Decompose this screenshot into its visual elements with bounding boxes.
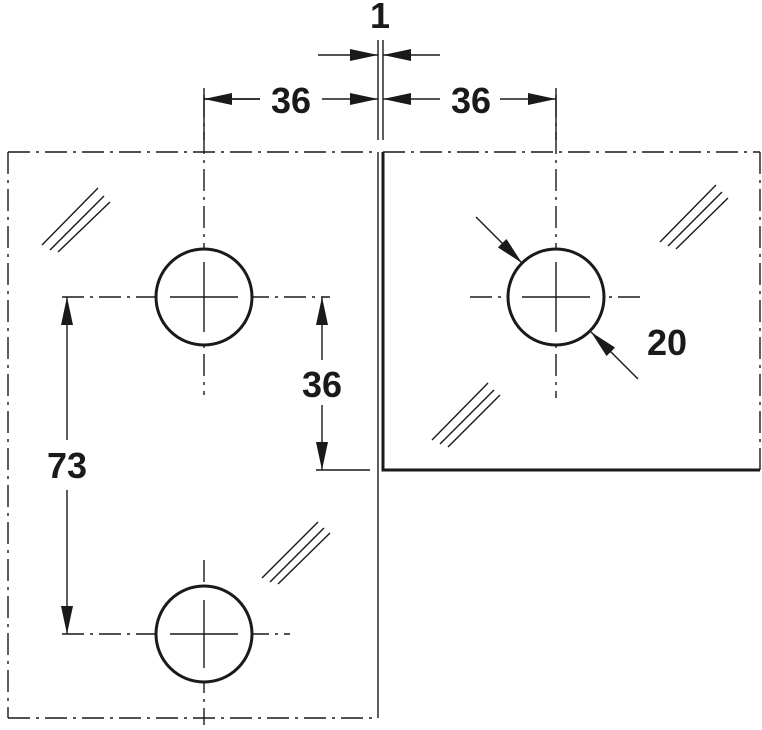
hole-spacing-label: 73 <box>47 445 87 486</box>
left-glass-panel <box>7 151 379 719</box>
vertical-offset-label: 36 <box>302 364 342 405</box>
hole-centerlines <box>62 95 645 725</box>
right-offset-label: 36 <box>451 80 491 121</box>
vertical-offset-dimension: 36 <box>302 297 370 471</box>
hole-diameter-label: 20 <box>647 322 687 363</box>
glass-hatch-marks <box>41 184 729 585</box>
hole-spacing-dimension: 73 <box>47 297 87 634</box>
hole-diameter-dimension: 20 <box>475 216 687 380</box>
left-offset-label: 36 <box>271 80 311 121</box>
gap-dimension-label: 1 <box>370 0 390 36</box>
right-glass-panel <box>381 151 761 472</box>
gap-dimension: 1 <box>318 0 440 140</box>
horizontal-offset-dimensions: 36 36 <box>203 80 557 140</box>
hole-center-crosses <box>170 262 590 668</box>
